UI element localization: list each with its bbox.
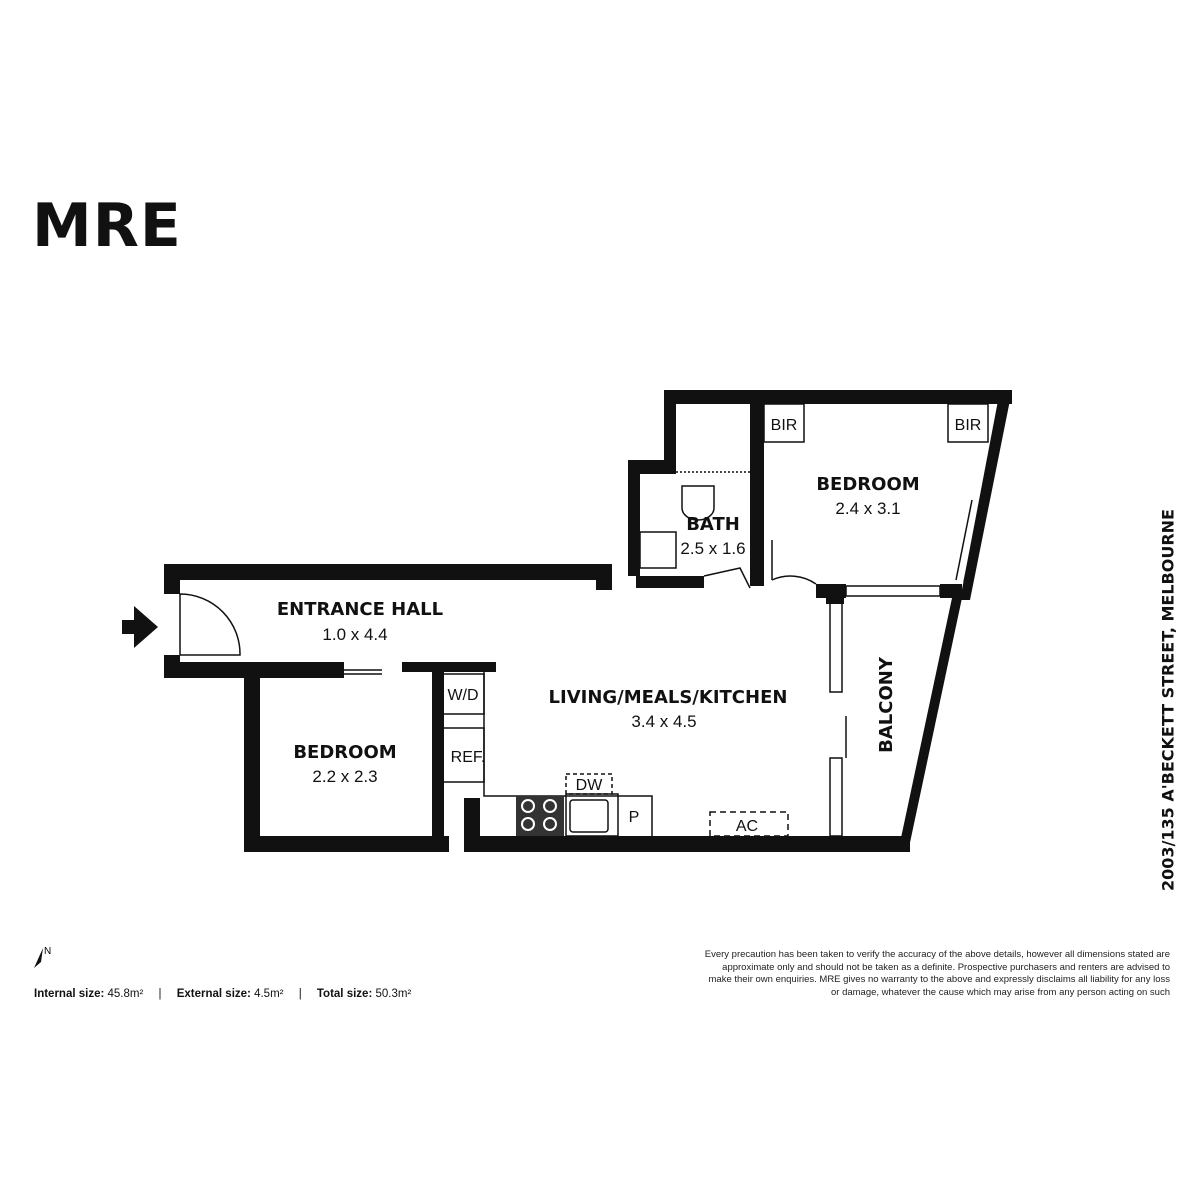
property-address: 2003/135 A'BECKETT STREET, MELBOURNE xyxy=(1158,509,1178,891)
bath-vanity xyxy=(639,531,677,569)
wall-bath-step xyxy=(596,564,612,590)
dims-bedroom-2: 2.2 x 2.3 xyxy=(312,767,377,786)
label-balcony: BALCONY xyxy=(876,656,897,753)
wall-bath-left xyxy=(628,460,640,576)
dims-living: 3.4 x 4.5 xyxy=(631,712,696,731)
wall-bed1-diagonal xyxy=(960,390,1012,600)
label-bedroom-2: BEDROOM xyxy=(293,742,396,763)
label-entrance-hall: ENTRANCE HALL xyxy=(277,599,443,620)
wall-bed2-right xyxy=(432,670,444,850)
internal-size-value: 45.8m² xyxy=(107,988,144,1000)
brand-logo: MRE xyxy=(32,191,182,261)
label-bir-right: BIR xyxy=(955,417,982,434)
wall-living-bottom xyxy=(464,836,910,852)
wall-bed2-left xyxy=(244,670,260,852)
dims-bedroom-1: 2.4 x 3.1 xyxy=(835,499,900,518)
bed1-door-swing xyxy=(771,575,817,585)
wall-living-left-stub xyxy=(464,798,480,850)
separator-1: | xyxy=(158,988,162,1000)
label-bath: BATH xyxy=(686,514,740,535)
compass-label: N xyxy=(44,946,51,957)
wall-top xyxy=(664,390,1012,404)
wall-bath-bottom xyxy=(636,576,704,588)
dishwasher-box xyxy=(565,773,613,795)
label-air-con: AC xyxy=(736,818,758,835)
cooktop xyxy=(516,796,564,836)
window-bed1 xyxy=(955,499,973,581)
label-pantry: P xyxy=(629,809,640,826)
wall-bed2-bottom xyxy=(244,836,449,852)
window-bed1-balcony xyxy=(845,585,941,597)
ac-box xyxy=(709,811,789,837)
size-summary: Internal size: 45.8m² | External size: 4… xyxy=(34,988,411,1000)
wall-entry-upper xyxy=(164,564,180,594)
external-size-label: External size: xyxy=(176,988,251,1000)
wall-bed1-bottom-right xyxy=(940,584,962,598)
walls xyxy=(164,390,1012,852)
dims-bath: 2.5 x 1.6 xyxy=(680,539,745,558)
label-bedroom-1: BEDROOM xyxy=(816,474,919,495)
dims-entrance-hall: 1.0 x 4.4 xyxy=(322,625,387,644)
label-living: LIVING/MEALS/KITCHEN xyxy=(549,687,788,708)
label-washer-dryer: W/D xyxy=(447,687,478,704)
label-fridge: REF. xyxy=(451,749,486,766)
entry-door-swing xyxy=(179,593,241,656)
sink xyxy=(569,799,609,833)
wall-bath-left-upper xyxy=(664,390,676,474)
wall-hall-bottom-right xyxy=(402,662,496,672)
door-balcony-upper xyxy=(829,597,843,693)
window-bed1-inner xyxy=(963,504,981,583)
label-dishwasher: DW xyxy=(576,777,604,794)
total-size-label: Total size: xyxy=(316,988,373,1000)
bir-left-box xyxy=(763,403,805,443)
bir-right-box xyxy=(947,403,989,443)
total-size-value: 50.3m² xyxy=(375,988,412,1000)
internal-size-label: Internal size: xyxy=(34,988,105,1000)
wall-balcony-diagonal xyxy=(898,598,962,852)
entry-arrow-icon xyxy=(122,606,158,648)
wall-bath-right xyxy=(750,400,764,586)
wall-hall-top xyxy=(164,564,610,580)
bath-door xyxy=(703,567,751,589)
door-balcony-lower xyxy=(829,757,843,837)
label-bir-left: BIR xyxy=(771,417,798,434)
disclaimer-text: Every precaution has been taken to verif… xyxy=(704,949,1170,998)
separator-2: | xyxy=(298,988,302,1000)
kitchen-counter xyxy=(483,672,653,836)
north-arrow-icon: N xyxy=(34,946,51,968)
north-compass: N xyxy=(30,940,58,975)
external-size-value: 4.5m² xyxy=(254,988,284,1000)
toilet xyxy=(681,485,715,521)
